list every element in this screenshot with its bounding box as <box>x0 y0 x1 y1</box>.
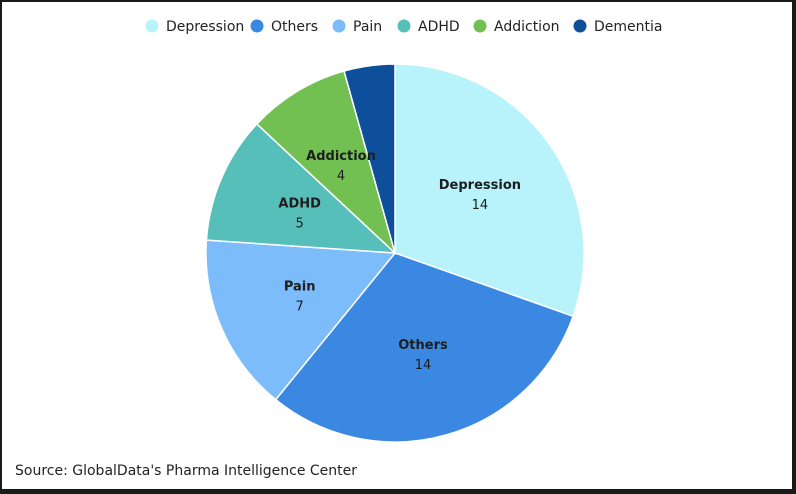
slice-value-addiction: 4 <box>337 169 345 184</box>
slice-label-depression: Depression <box>439 178 521 193</box>
slice-label-pain: Pain <box>284 279 316 294</box>
pie-slice-adhd <box>205 122 398 254</box>
slice-label-adhd: ADHD <box>278 197 321 212</box>
legend-label-depression: Depression <box>166 19 244 35</box>
legend-item-addiction: Addiction <box>473 19 560 35</box>
legend-label-pain: Pain <box>353 19 382 35</box>
pie-slice-others <box>274 252 575 443</box>
source-note: Source: GlobalData's Pharma Intelligence… <box>15 463 358 479</box>
legend-marker-addiction <box>473 19 487 33</box>
legend-item-depression: Depression <box>145 19 244 35</box>
legend-label-others: Others <box>271 19 318 35</box>
pie-slice-addiction <box>255 70 397 256</box>
legend-marker-others <box>250 19 264 33</box>
legend: Depression Others Pain ADHD Addiction Dementi… <box>145 19 662 35</box>
slice-value-others: 14 <box>415 358 432 373</box>
pie-slice-depression <box>394 63 585 318</box>
legend-marker-pain <box>332 19 346 33</box>
legend-item-others: Others <box>250 19 318 35</box>
legend-item-adhd: ADHD <box>397 19 460 35</box>
legend-marker-depression <box>145 19 159 33</box>
legend-marker-adhd <box>397 19 411 33</box>
legend-item-pain: Pain <box>332 19 382 35</box>
pie-slice-pain <box>205 239 397 401</box>
slice-value-depression: 14 <box>472 198 489 213</box>
pie-slice-dementia <box>343 63 396 254</box>
slice-value-adhd: 5 <box>296 217 304 232</box>
legend-label-dementia: Dementia <box>594 19 662 35</box>
pie-slices <box>205 63 585 443</box>
slice-label-others: Others <box>398 338 448 353</box>
legend-item-dementia: Dementia <box>573 19 662 35</box>
legend-marker-dementia <box>573 19 587 33</box>
legend-label-adhd: ADHD <box>418 19 460 35</box>
slice-label-addiction: Addiction <box>306 149 376 164</box>
legend-label-addiction: Addiction <box>494 19 560 35</box>
slice-value-pain: 7 <box>296 299 304 314</box>
